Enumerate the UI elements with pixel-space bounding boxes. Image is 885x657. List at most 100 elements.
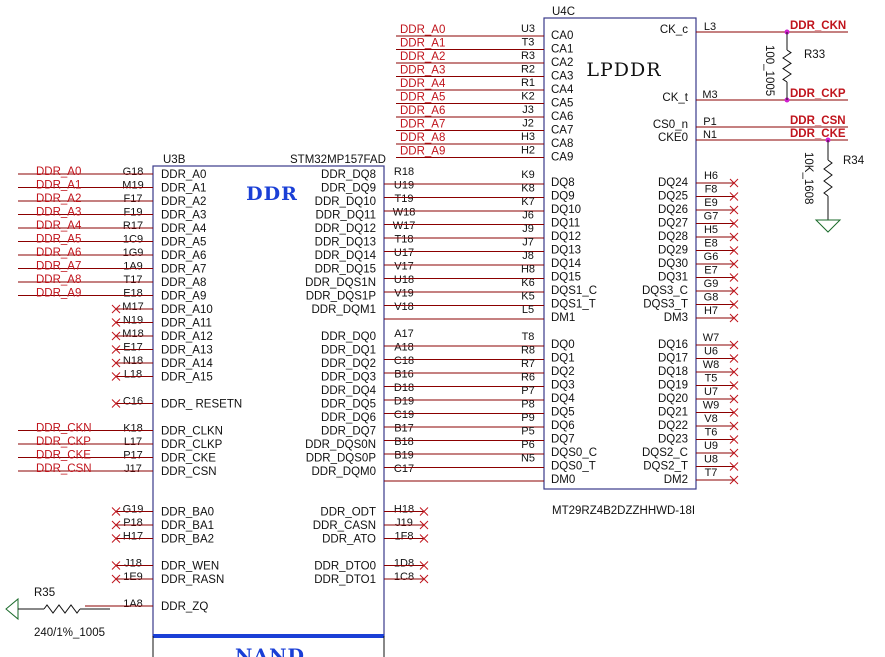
u4c-pin-number: K6 (521, 277, 534, 289)
no-connect-mark (729, 286, 739, 296)
r34-value: 10K_1608 (802, 152, 814, 204)
u4c-pin-name: DQ4 (551, 393, 575, 405)
u4c-pin-number: K9 (521, 169, 534, 181)
u4c-pin-name: CA4 (551, 84, 574, 96)
no-connect-mark (729, 205, 739, 215)
net-label: DDR_A7 (400, 119, 445, 131)
u4c-pin-number: P8 (521, 399, 534, 411)
u4c-pin-number: U6 (704, 346, 718, 358)
no-connect-mark (111, 345, 121, 354)
net-label: DDR_A3 (400, 65, 445, 77)
u3b-pin-name: DDR_A3 (161, 210, 206, 222)
u4c-pin-number: U8 (704, 454, 718, 466)
u3b-pin-name: DDR_A13 (161, 345, 213, 357)
u3b-pin-number: M18 (122, 328, 143, 340)
no-connect-mark (111, 520, 121, 530)
no-connect-mark (419, 507, 429, 516)
u3b-pin-name: DDR_RASN (161, 574, 224, 586)
u4c-pin-name: DM0 (551, 474, 575, 486)
u3b-pin-name: DDR_ODT (320, 507, 376, 519)
u4c-pin-name: DQ10 (551, 204, 581, 216)
u3b-pin-name: DDR_ATO (322, 534, 376, 546)
u3b-pin-number: W18 (393, 207, 416, 219)
u3b-pin-number: L18 (124, 369, 142, 381)
u3b-pin-name: DDR_DQ8 (321, 169, 376, 181)
u3b-pin-name: DDR_A4 (161, 223, 207, 235)
u4c-symbol-box (543, 17, 697, 490)
u3b-pin-name: DDR_A5 (161, 237, 206, 249)
u3b-pin-name: DDR_DQ9 (321, 183, 376, 195)
u3b-pin-name: DDR_DQ5 (321, 399, 376, 411)
u3b-pin-name: DDR_ZQ (161, 601, 208, 613)
u3b-pin-number: V18 (394, 301, 414, 313)
u3b-pin-number: K18 (123, 423, 143, 435)
u4c-pin-name: CA7 (551, 125, 573, 137)
r33-value: 100_1005 (763, 45, 775, 96)
r33-resistor (782, 49, 792, 83)
net-label: DDR_CKP (790, 88, 846, 100)
u3b-pin-name: DDR_DQS0N (305, 439, 376, 451)
u3b-pin-number: G18 (123, 166, 144, 178)
u4c-pin-number: H8 (521, 264, 535, 276)
u3b-pin-number: C16 (123, 396, 143, 408)
u3b-pin-number: H18 (394, 504, 414, 516)
no-connect-mark (729, 273, 739, 282)
u4c-pin-number: T8 (522, 331, 535, 343)
u3b-pin-number: T18 (395, 234, 414, 246)
u3b-pin-name: DDR_ RESETN (161, 399, 242, 411)
u3b-next-block-title: NAND (235, 645, 305, 657)
u4c-pin-name: CKE0 (658, 132, 688, 144)
no-connect-mark (729, 475, 739, 485)
u4c-pin-number: R3 (521, 50, 535, 62)
net-label: DDR_A2 (400, 51, 445, 63)
r35-value: 240/1%_1005 (34, 627, 105, 639)
u4c-pin-name: CA2 (551, 57, 573, 69)
u4c-pin-name: DQ0 (551, 339, 575, 351)
u3b-pin-name: DDR_CSN (161, 466, 217, 478)
u3b-pin-name: DDR_DQ0 (321, 331, 376, 343)
u3b-pin-number: F17 (124, 193, 143, 205)
u4c-pin-number: U7 (704, 386, 718, 398)
u4c-pin-name: DQ25 (658, 191, 688, 203)
no-connect-mark (729, 381, 739, 390)
r35-resistor (43, 604, 81, 614)
u4c-pin-number: T6 (705, 427, 718, 439)
u3b-pin-number: C17 (394, 463, 414, 475)
u4c-pin-name: DQ22 (658, 420, 688, 432)
u3b-pin-name: DDR_DQ6 (321, 412, 376, 424)
u4c-pin-name: DQ26 (658, 204, 688, 216)
u4c-pin-number: G9 (704, 278, 719, 290)
no-connect-mark (729, 367, 739, 377)
u4c-pin-name: DQ14 (551, 258, 582, 270)
u4c-pin-number: R6 (521, 372, 535, 384)
u4c-pin-number: V8 (704, 413, 717, 425)
u3b-pin-number: 1D8 (394, 558, 414, 570)
u3b-pin-name: DDR_DQ15 (315, 264, 376, 276)
u3b-pin-number: 1G9 (123, 247, 144, 259)
u4c-pin-number: R7 (521, 358, 535, 370)
u4c-pin-number: T5 (705, 373, 718, 385)
no-connect-mark (729, 408, 739, 417)
u3b-pin-name: DDR_A0 (161, 169, 206, 181)
net-label: DDR_A6 (400, 105, 445, 117)
u4c-pin-number: J8 (522, 250, 534, 262)
u4c-pin-name: DQ6 (551, 420, 575, 432)
u4c-pin-name: DQ5 (551, 407, 575, 419)
u3b-pin-name: DDR_A7 (161, 264, 206, 276)
u4c-pin-name: DQ9 (551, 191, 575, 203)
u4c-pin-number: K5 (521, 291, 534, 303)
net-label: DDR_A5 (36, 234, 81, 246)
no-connect-mark (729, 435, 739, 444)
u4c-pin-number: W8 (703, 359, 720, 371)
no-connect-mark (729, 421, 739, 431)
u3b-pin-name: DDR_DQ4 (321, 385, 377, 397)
u3b-pin-number: N19 (123, 315, 143, 327)
u4c-pin-name: DQS3_C (642, 285, 688, 297)
u3b-pin-name: DDR_DQ10 (315, 196, 376, 208)
no-connect-mark (729, 340, 739, 350)
u3b-pin-name: DDR_DTO1 (314, 574, 376, 586)
u3b-pin-name: DDR_DQM0 (311, 466, 376, 478)
u4c-pin-number: G7 (704, 211, 719, 223)
u3b-pin-name: DDR_A12 (161, 331, 213, 343)
